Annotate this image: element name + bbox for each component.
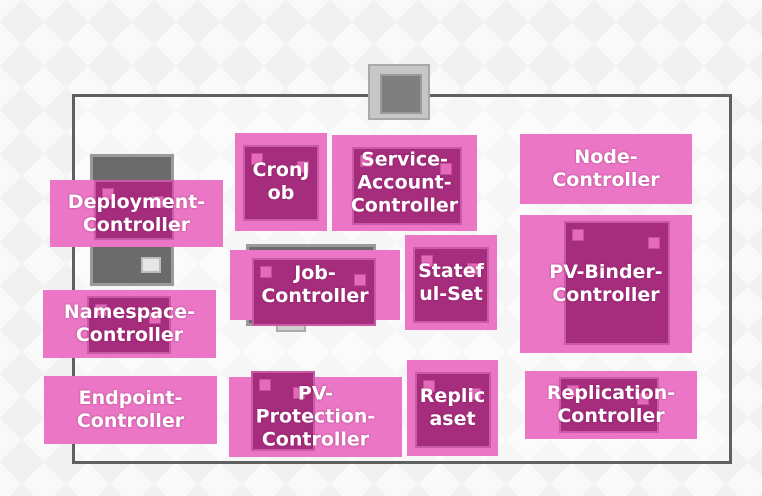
pod-icon <box>564 221 670 345</box>
controller-label: Node- Controller <box>552 146 660 191</box>
cronjob-controller[interactable]: CronJ ob <box>235 133 327 231</box>
node-controller[interactable]: Node- Controller <box>520 134 692 204</box>
controller-label: Replication- Controller <box>546 382 676 427</box>
job-controller[interactable]: Job- Controller <box>230 250 400 326</box>
namespace-controller[interactable]: Namespace- Controller <box>43 290 216 358</box>
endpoint-controller[interactable]: Endpoint- Controller <box>44 376 217 444</box>
master-node-icon <box>368 64 430 120</box>
statefulset-controller[interactable]: Statef ul-Set <box>405 235 497 330</box>
controller-label: PV-Binder- Controller <box>549 261 663 306</box>
deployment-controller[interactable]: Deployment- Controller <box>50 180 223 247</box>
controller-label: Statef ul-Set <box>418 259 484 305</box>
controller-label: Replic aset <box>419 385 486 430</box>
pv-binder-controller[interactable]: PV-Binder- Controller <box>520 215 692 353</box>
controller-label: CronJ ob <box>252 159 310 204</box>
pod-icon <box>415 372 491 448</box>
pv-protection-controller[interactable]: PV- Protection- Controller <box>229 371 402 457</box>
pod-icon <box>243 145 319 221</box>
controller-label: Service- Account- Controller <box>350 148 459 217</box>
replication-controller[interactable]: Replication- Controller <box>525 371 697 439</box>
replicaset-controller[interactable]: Replic aset <box>407 360 498 456</box>
pod-icon <box>94 180 174 240</box>
controller-label: Endpoint- Controller <box>76 387 185 432</box>
pod-icon <box>413 247 489 323</box>
pod-icon <box>87 296 171 354</box>
pod-icon <box>559 377 659 433</box>
pod-icon <box>251 371 315 451</box>
service-account-controller[interactable]: Service- Account- Controller <box>332 135 477 231</box>
controller-label: Namespace- Controller <box>63 301 196 346</box>
controller-label: PV- Protection- Controller <box>255 382 376 451</box>
pod-icon <box>352 147 462 225</box>
pod-icon <box>252 258 376 326</box>
controller-label: Job- Controller <box>261 262 369 307</box>
controller-label: Deployment- Controller <box>67 190 206 236</box>
